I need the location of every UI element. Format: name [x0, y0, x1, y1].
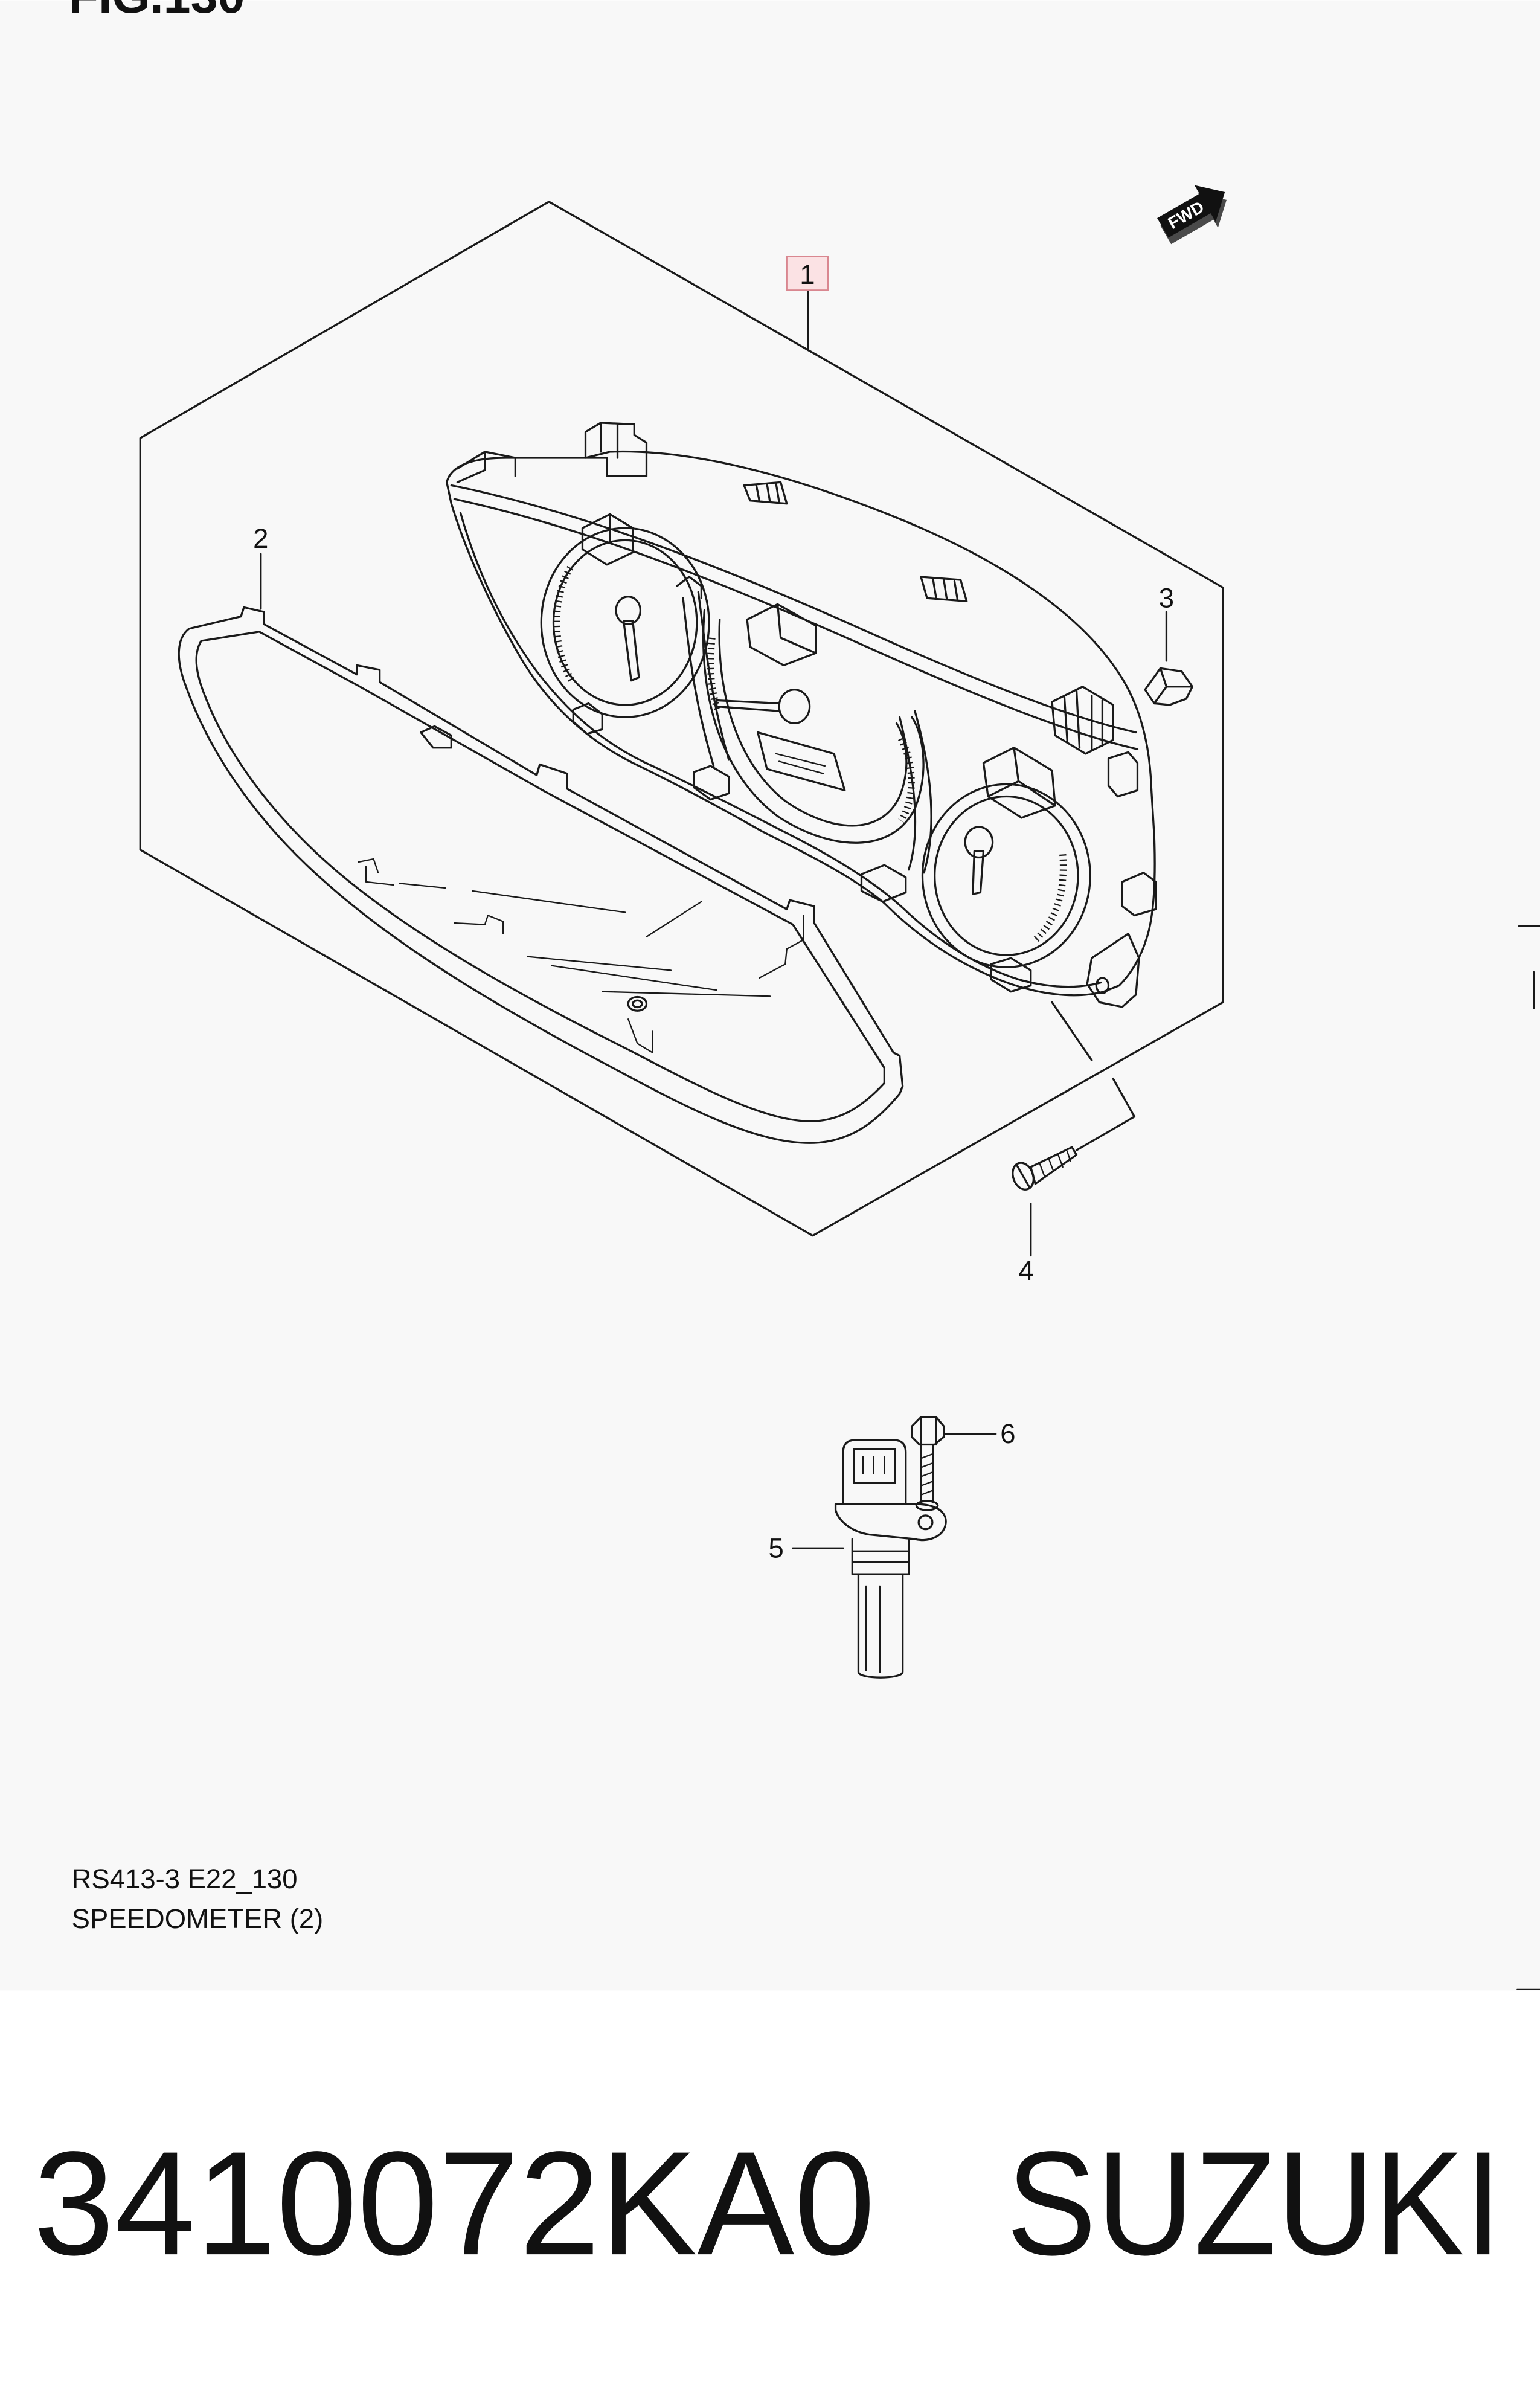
cluster-tab-right: [982, 747, 1056, 819]
cluster-tab-left-gauge: [581, 513, 634, 566]
speedometer-ticks-right: [898, 737, 915, 823]
fuel-gauge-dial: [934, 795, 1079, 956]
fuel-gauge-needle: [972, 850, 985, 895]
bolt: [911, 1416, 945, 1511]
callout-number-6[interactable]: 6: [1000, 1418, 1015, 1449]
screw-shank: [1030, 1146, 1078, 1185]
cluster-tab-top-left: [456, 451, 517, 484]
meter-cover: [178, 606, 904, 1144]
speedometer-dial: [718, 619, 908, 827]
gauge-separator-left: [676, 576, 730, 767]
sensor-shaft: [857, 1573, 904, 1679]
sensor-connector-pins: [862, 1456, 885, 1474]
cluster-tab-middle: [746, 603, 817, 667]
tachometer-hub: [615, 596, 642, 625]
cover-inner-edge: [195, 640, 885, 1122]
cover-hole-inner: [632, 999, 643, 1009]
sensor-connector-face: [853, 1448, 896, 1484]
screw-slot: [1016, 1164, 1030, 1188]
callout-number-5[interactable]: 5: [768, 1532, 783, 1563]
callout-number-2[interactable]: 2: [253, 523, 268, 554]
tachometer-ring: [540, 527, 710, 718]
drawing: [139, 201, 1540, 1990]
caption-name: SPEEDOMETER (2): [72, 1903, 324, 1934]
fwd-arrow-shape: [1157, 185, 1225, 238]
bolt-head: [911, 1416, 945, 1446]
bolt-washer: [915, 1500, 939, 1511]
figure-title: FIG.130: [69, 0, 245, 24]
speedometer-ring: [702, 609, 925, 844]
cluster-hood-edge-inner: [453, 498, 1139, 750]
cluster-upright-connector: [584, 422, 648, 477]
bolt-thread: [920, 1453, 934, 1496]
cluster-mounting-hole: [1095, 977, 1110, 994]
cluster-side-tab-2: [1121, 872, 1157, 917]
cover-hole: [627, 995, 648, 1012]
cluster-bottom-tabs: [572, 702, 1032, 993]
callout-1-highlight: [786, 256, 829, 291]
cluster-bezel-lip: [459, 512, 1102, 988]
clip-body: [1144, 667, 1193, 706]
odometer-display: [757, 731, 846, 792]
callout-number-1[interactable]: 1: [800, 259, 815, 290]
gauge-separator-right: [898, 710, 932, 874]
fuel-gauge-ticks: [1031, 854, 1067, 944]
cluster-side-tab-1: [1107, 751, 1139, 798]
screw-thread: [1039, 1151, 1071, 1177]
cover-rib-lines: [358, 858, 804, 1053]
caption-code: RS413-3 E22_130: [72, 1863, 298, 1894]
fuel-gauge-hub: [964, 826, 994, 859]
fuel-gauge-ring: [921, 783, 1091, 968]
speedometer-hub: [778, 689, 811, 724]
cover-top-rim: [188, 606, 904, 1095]
leader-line-screw: [1051, 1001, 1136, 1151]
callout-number-3[interactable]: 3: [1159, 582, 1174, 613]
brand-name: SUZUKI: [1006, 2120, 1502, 2286]
diagram-background: [0, 0, 1540, 1991]
tachometer-needle: [622, 620, 640, 682]
footer-background: [0, 1990, 1540, 2392]
instrument-cluster: [446, 422, 1157, 1008]
footer: 3410072KA0 SUZUKI: [34, 2120, 1502, 2286]
tachometer-dial: [552, 539, 698, 706]
sensor-body: [851, 1538, 910, 1575]
cover-outer-edge: [178, 628, 901, 1144]
cluster-hood-edge: [450, 484, 1137, 734]
edge-marks: [1516, 925, 1540, 1990]
sensor-flange-hole: [917, 1514, 934, 1531]
callout-numbers: 1 2 3 4 5 6: [253, 259, 1174, 1563]
screw: [1012, 1146, 1078, 1191]
cover-tab: [420, 725, 452, 749]
cluster-mounting-ear: [1086, 933, 1140, 1008]
cluster-vent-2: [920, 576, 968, 602]
cover-top-rim-inner: [200, 631, 885, 1084]
callout-1-box: [786, 256, 829, 291]
assembly-boundary: [139, 201, 1224, 1237]
speed-sensor: [834, 1439, 947, 1679]
caption: RS413-3 E22_130 SPEEDOMETER (2): [72, 1863, 324, 1934]
cluster-connector-right: [1051, 686, 1114, 755]
odometer-display-lines: [775, 753, 826, 774]
callout-number-4[interactable]: 4: [1019, 1255, 1034, 1286]
callout-1[interactable]: [786, 256, 829, 291]
part-number: 3410072KA0: [34, 2120, 876, 2286]
clip: [1144, 667, 1193, 706]
figure-title-group: FIG.130: [69, 0, 245, 24]
cluster-housing: [446, 450, 1156, 997]
speedometer-needle: [715, 699, 780, 712]
sensor-connector: [842, 1439, 907, 1505]
cluster-vent-1: [743, 481, 788, 505]
